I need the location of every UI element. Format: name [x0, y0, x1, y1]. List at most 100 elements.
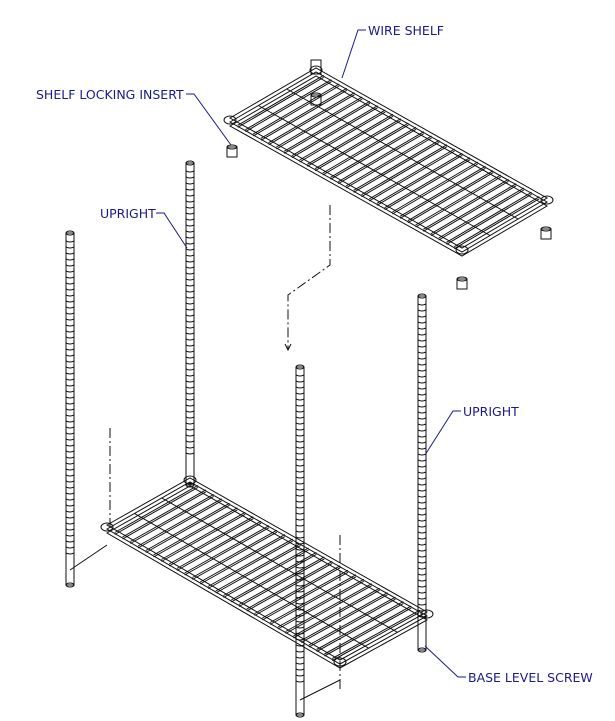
post-groove	[295, 554, 305, 557]
post-groove	[417, 489, 427, 492]
post-groove	[417, 543, 427, 546]
shelf-wire	[161, 513, 246, 562]
shelf-wire	[324, 607, 412, 657]
post-groove	[65, 366, 75, 369]
post-groove	[417, 603, 427, 606]
post-groove	[417, 465, 427, 468]
post-groove	[185, 332, 195, 335]
base-level-screw-label: BASE LEVEL SCREW	[468, 670, 593, 685]
shelf-wire	[338, 133, 425, 185]
shelf-wire	[184, 527, 270, 576]
post-groove	[65, 438, 75, 441]
shelf-wire	[237, 76, 324, 128]
insert-top	[456, 276, 468, 282]
post-groove	[65, 372, 75, 375]
shelf-wire	[345, 137, 432, 189]
post-groove	[417, 477, 427, 480]
post-groove	[185, 212, 195, 215]
post-groove	[65, 354, 75, 357]
post-groove	[417, 429, 427, 432]
shelf-collar	[100, 522, 114, 532]
post-groove	[295, 494, 305, 497]
post-groove	[65, 474, 75, 477]
shelf-wire	[330, 126, 417, 178]
shelf-wire	[252, 83, 340, 135]
post-groove	[417, 309, 427, 312]
post-groove	[65, 414, 75, 417]
shelf-wire	[161, 511, 246, 560]
post-groove	[295, 380, 305, 383]
shelf-wire	[392, 161, 478, 213]
upright-post	[65, 230, 75, 588]
shelf-wire	[384, 159, 471, 211]
shelf-wire	[384, 157, 471, 209]
post-groove	[295, 374, 305, 377]
post-groove	[295, 560, 305, 563]
post-groove	[65, 282, 75, 285]
upright-left-leader	[156, 212, 188, 249]
post-groove	[185, 224, 195, 227]
post-groove	[185, 290, 195, 293]
shelf-support-wire	[161, 497, 398, 633]
post-groove	[65, 516, 75, 519]
insert-top	[310, 92, 322, 98]
shelf-frame	[228, 71, 549, 253]
post-groove	[65, 510, 75, 513]
post-groove	[417, 561, 427, 564]
shelf-wire	[308, 598, 396, 648]
shelf-wire	[276, 98, 363, 150]
shelf-wire	[438, 189, 525, 241]
post-groove	[185, 254, 195, 257]
post-groove	[185, 248, 195, 251]
post-groove	[295, 506, 305, 509]
post-groove	[417, 405, 427, 408]
shelf-wire	[277, 580, 365, 630]
post-groove	[417, 339, 427, 342]
post-groove	[185, 194, 195, 197]
shelf-wire	[137, 500, 222, 549]
shelf-wire	[262, 569, 349, 619]
post-groove	[185, 374, 195, 377]
post-groove	[295, 578, 305, 581]
post-top	[417, 293, 427, 299]
post-groove	[295, 512, 305, 515]
post-groove	[417, 579, 427, 582]
post-groove	[65, 504, 75, 507]
post-groove	[417, 315, 427, 318]
post-groove	[185, 392, 195, 395]
shelf-wire	[283, 102, 371, 154]
post-groove	[417, 447, 427, 450]
shelf-wire	[399, 167, 486, 219]
bracket-front	[299, 679, 341, 701]
shelf-wire	[245, 79, 332, 131]
shelf-wire	[269, 576, 357, 625]
shelf-wire	[246, 560, 333, 610]
post-groove	[185, 170, 195, 173]
shelf-wire	[330, 128, 417, 180]
shelf-frame	[228, 67, 549, 249]
shelf-wire	[268, 94, 355, 146]
shelf-wire	[308, 596, 396, 646]
wire-shelf-label: WIRE SHELF	[368, 23, 444, 38]
post-groove	[295, 548, 305, 551]
post-groove	[417, 333, 427, 336]
shelf-wire	[199, 536, 286, 585]
post-groove	[65, 534, 75, 537]
shelf-wire	[238, 558, 325, 607]
post-groove	[65, 294, 75, 297]
post-groove	[65, 240, 75, 243]
shelf-wire	[269, 574, 357, 623]
post-groove	[65, 276, 75, 279]
shelf-wire	[231, 554, 317, 603]
post-body	[295, 366, 305, 716]
shelf-wire	[314, 118, 401, 170]
post-groove	[295, 440, 305, 443]
wire-shelf-bottom	[100, 475, 434, 669]
post-groove	[185, 428, 195, 431]
shelf-wire	[285, 585, 372, 634]
post-groove	[65, 252, 75, 255]
post-groove	[295, 644, 305, 647]
post-groove	[417, 363, 427, 366]
shelf-wire	[184, 525, 270, 574]
post-groove	[417, 327, 427, 330]
